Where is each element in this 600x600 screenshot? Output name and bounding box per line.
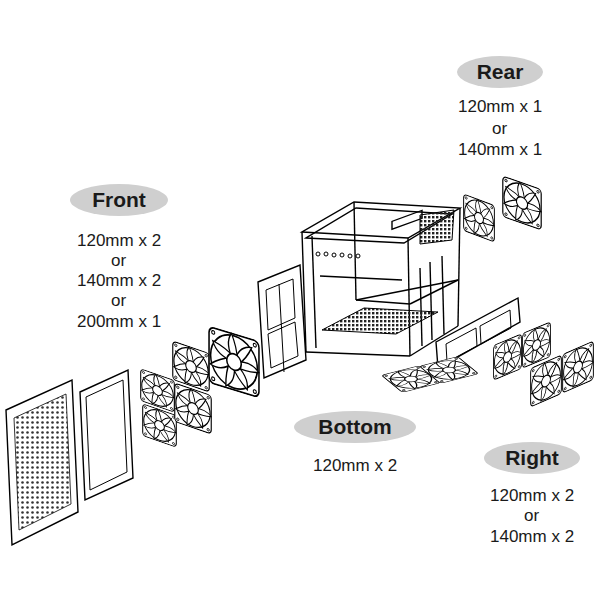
fan-option: 120mm x 2 [490, 487, 574, 506]
section-pill: Bottom [294, 411, 416, 443]
fan-option: or [111, 292, 126, 311]
fan-option: 140mm x 2 [490, 528, 574, 547]
fan-option: 120mm x 1 [458, 98, 542, 117]
fan-option: 200mm x 1 [77, 313, 161, 332]
section-heading: Right [505, 446, 559, 469]
section-pill: Rear [457, 56, 543, 88]
section-heading: Bottom [318, 415, 391, 438]
fan-option: 140mm x 1 [458, 141, 542, 160]
section-pill: Front [70, 184, 168, 216]
section-heading: Front [92, 188, 146, 211]
section-pill: Right [484, 442, 580, 474]
fan-option: 120mm x 2 [313, 457, 397, 476]
fan-option: 140mm x 2 [77, 272, 161, 291]
fan-option: 120mm x 2 [77, 232, 161, 251]
fan-option: or [492, 120, 507, 139]
fan-option: or [524, 507, 539, 526]
section-heading: Rear [477, 60, 524, 83]
fan-option: or [111, 252, 126, 271]
